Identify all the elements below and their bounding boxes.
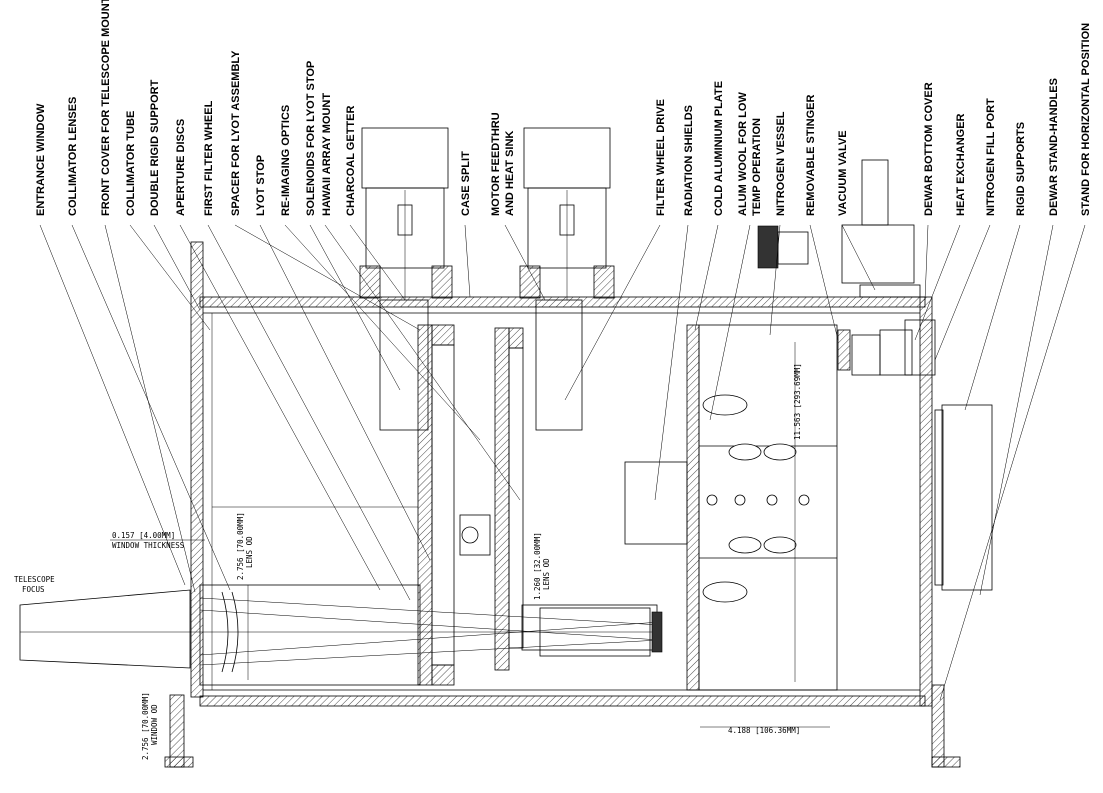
dimension-annotations: 0.157 [4.00MM] WINDOW THICKNESS 2.756 [7… (14, 363, 802, 760)
label-front-cover: FRONT COVER FOR TELESCOPE MOUNT (100, 0, 112, 216)
dewar-housing (164, 241, 961, 768)
label-temp-operation: TEMP OPERATION (751, 118, 763, 216)
label-nitrogen-vessel: NITROGEN VESSEL (775, 111, 787, 216)
dim-lens-od-large-label: LENS OD (245, 536, 254, 568)
nitrogen-vessel (686, 324, 838, 728)
motor-housings (359, 127, 615, 300)
label-radiation-shields: RADIATION SHIELDS (683, 105, 695, 216)
label-first-filter-wheel: FIRST FILTER WHEEL (203, 100, 215, 216)
dim-vessel-height: 11.563 [293.69MM] (793, 363, 802, 440)
label-heat-exchanger: HEAT EXCHANGER (955, 113, 967, 216)
label-charcoal-getter: CHARCOAL GETTER (345, 106, 357, 216)
label-double-rigid-support: DOUBLE RIGID SUPPORT (149, 79, 161, 216)
dim-vessel-width: 4.188 [106.36MM] (728, 726, 800, 735)
dim-lens-od-large-value: 2.756 [70.00MM] (236, 512, 245, 580)
telescope-focus-line1: TELESCOPE (14, 575, 55, 584)
label-aperture-discs: APERTURE DISCS (175, 119, 187, 216)
label-nitrogen-fill-port: NITROGEN FILL PORT (985, 98, 997, 216)
optical-bench (211, 299, 688, 690)
dim-window-thickness-value: 0.157 [4.00MM] (112, 531, 175, 540)
label-collimator-tube: COLLIMATOR TUBE (125, 111, 137, 216)
label-removable-stinger: REMOVABLE STINGER (805, 95, 817, 216)
label-case-split: CASE SPLIT (460, 151, 472, 216)
rear-fittings (757, 159, 993, 591)
label-solenoids: SOLENOIDS FOR LYOT STOP (305, 61, 317, 216)
label-entrance-window: ENTRANCE WINDOW (35, 103, 47, 216)
label-motor-feedthru: MOTOR FEEDTHRU (490, 112, 502, 216)
label-cold-aluminium-plate: COLD ALUMINIUM PLATE (713, 81, 725, 216)
label-collimator-lenses: COLLIMATOR LENSES (67, 97, 79, 216)
component-labels: ENTRANCE WINDOW COLLIMATOR LENSES FRONT … (35, 0, 1092, 216)
telescope-focus-line2: FOCUS (22, 585, 45, 594)
dim-lens-od-small-label: LENS OD (542, 558, 551, 590)
optical-path (19, 584, 663, 686)
dim-window-od-label: WINDOW OD (150, 704, 159, 745)
leader-lines (39, 224, 1086, 701)
dim-window-od-value: 2.756 [70.00MM] (141, 692, 150, 760)
label-filter-wheel-drive: FILTER WHEEL DRIVE (655, 99, 667, 216)
label-hawaii-array-mount: HAWAII ARRAY MOUNT (321, 93, 333, 216)
dim-lens-od-small-value: 1.260 [32.00MM] (533, 532, 542, 600)
label-lyot-stop: LYOT STOP (255, 155, 267, 216)
dim-window-thickness-label: WINDOW THICKNESS (112, 541, 185, 550)
label-dewar-stand-handles: DEWAR STAND-HANDLES (1048, 78, 1060, 216)
label-alum-wool: ALUM WOOL FOR LOW (737, 92, 749, 216)
label-rigid-supports: RIGID SUPPORTS (1015, 122, 1027, 216)
label-stand-horizontal: STAND FOR HORIZONTAL POSITION (1080, 23, 1092, 216)
label-dewar-bottom-cover: DEWAR BOTTOM COVER (923, 82, 935, 216)
label-reimaging-optics: RE-IMAGING OPTICS (280, 105, 292, 216)
label-vacuum-valve: VACUUM VALVE (837, 130, 849, 216)
label-heat-sink: AND HEAT SINK (504, 131, 516, 216)
label-spacer-lyot: SPACER FOR LYOT ASSEMBLY (230, 50, 242, 216)
